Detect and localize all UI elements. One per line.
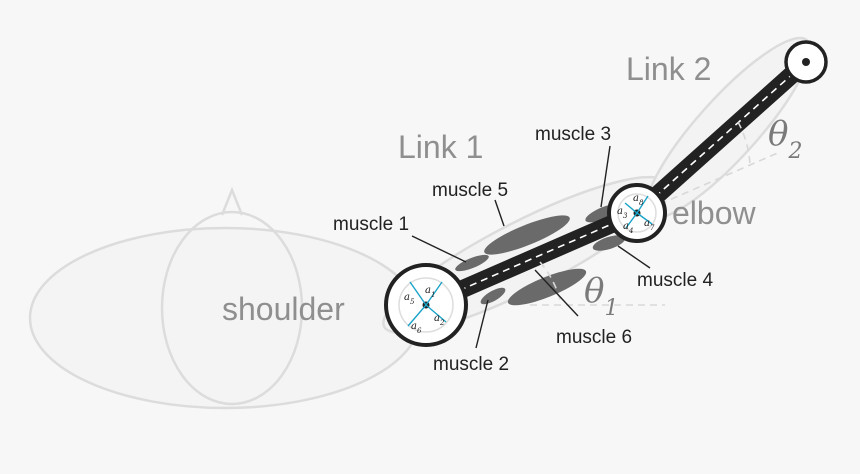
end-effector (784, 40, 828, 84)
a2-label: a2 (434, 313, 445, 327)
muscle-5-label: muscle 5 (432, 180, 508, 201)
theta1-label: θ1 (584, 271, 618, 321)
elbow-label: elbow (672, 195, 757, 231)
muscle-6-label: muscle 6 (556, 327, 632, 348)
theta2-arc (737, 121, 751, 167)
a2-arrow (425, 304, 447, 323)
a3-label: a3 (617, 206, 628, 220)
muscle-1-label: muscle 1 (333, 214, 409, 235)
link1-label: Link 1 (398, 129, 483, 165)
muscle-6-leader (534, 269, 579, 317)
elbow-attachment-arrows (624, 195, 653, 229)
a4-label: a4 (623, 221, 633, 235)
link2-centerline (636, 61, 807, 214)
muscle-2-leader (475, 299, 489, 349)
link2-label: Link 2 (626, 51, 711, 87)
a7-label: a7 (644, 218, 655, 232)
shoulder-joint-inner (398, 277, 454, 333)
muscle-5-leader (494, 199, 505, 227)
muscle-5-shape (484, 215, 570, 255)
head-ellipse (160, 210, 304, 406)
a6-label: a6 (411, 321, 422, 335)
theta1-arc (539, 261, 561, 301)
muscle-3-label: muscle 3 (535, 124, 611, 145)
shoulder-attachment-arrows (407, 281, 447, 327)
a8-arrow (636, 195, 649, 214)
muscle-4-shape (592, 235, 626, 251)
shoulder-joint (384, 263, 468, 347)
elbow-joint-inner (617, 193, 657, 233)
muscle-4-label: muscle 4 (637, 270, 713, 291)
elbow-joint (607, 183, 667, 243)
muscle-4-leader (617, 245, 651, 269)
leader-lines (411, 145, 651, 349)
head-tip (220, 186, 244, 216)
theta2-label: θ2 (768, 114, 802, 164)
muscle-1-leader (411, 235, 467, 263)
angle-lines (530, 121, 781, 306)
muscle-6-shape (507, 268, 587, 306)
a5-label: a5 (404, 292, 415, 306)
a5-arrow (409, 281, 427, 306)
a8-label: a8 (633, 193, 644, 207)
a6-arrow (407, 304, 427, 327)
a4-arrow (625, 212, 638, 229)
a1-label: a1 (425, 285, 435, 299)
end-effector-center (802, 58, 810, 66)
a7-arrow (636, 212, 653, 225)
muscle-1-shape (455, 254, 489, 272)
muscle-2-shape (480, 287, 506, 305)
shoulder-label: shoulder (222, 291, 345, 327)
muscle-2-label: muscle 2 (433, 354, 509, 375)
muscle-3-leader (600, 145, 611, 208)
theta2-reference-line (659, 151, 781, 205)
a3-arrow (624, 202, 638, 214)
a1-arrow (425, 281, 443, 306)
